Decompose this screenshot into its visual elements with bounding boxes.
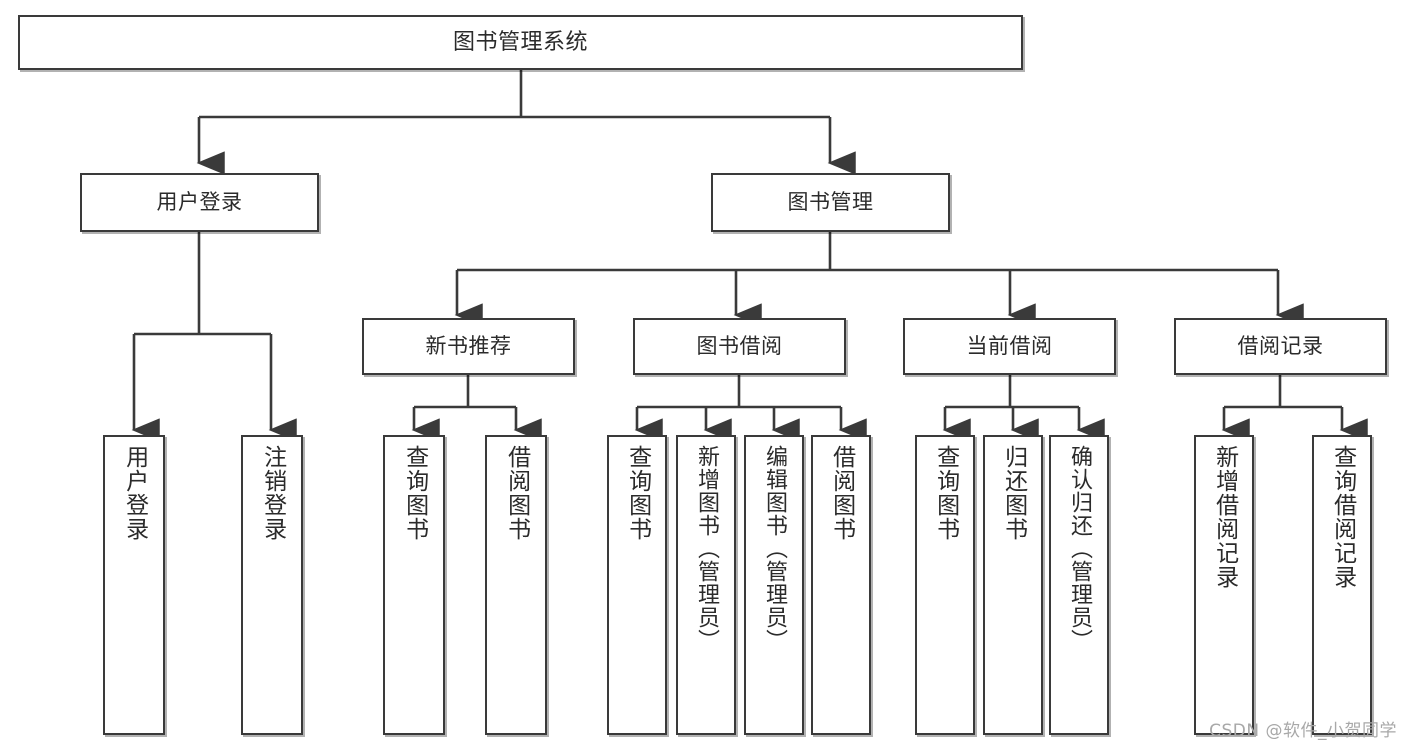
node-user-login[interactable]: 用户登录 [80, 173, 319, 232]
leaf-add-borrow-record[interactable]: 新增借阅记录 [1194, 435, 1254, 735]
node-label: 查询图书 [932, 445, 959, 541]
node-book-management[interactable]: 图书管理 [711, 173, 950, 232]
node-current-borrow[interactable]: 当前借阅 [903, 318, 1116, 375]
leaf-query-book-borrow[interactable]: 查询图书 [607, 435, 667, 735]
node-label: 查询借阅记录 [1329, 445, 1356, 589]
leaf-user-login[interactable]: 用户登录 [103, 435, 165, 735]
leaf-logout-login[interactable]: 注销登录 [241, 435, 303, 735]
node-label: 当前借阅 [966, 334, 1053, 359]
node-label: 用户登录 [156, 190, 243, 215]
node-book-borrow[interactable]: 图书借阅 [633, 318, 846, 375]
node-label: 归还图书 [1000, 445, 1027, 541]
node-label: 新增图书（管理员） [693, 445, 719, 652]
leaf-confirm-return-admin[interactable]: 确认归还（管理员） [1049, 435, 1109, 735]
node-borrow-record[interactable]: 借阅记录 [1174, 318, 1387, 375]
node-label: 查询图书 [624, 445, 651, 541]
node-label: 图书管理 [787, 190, 874, 215]
leaf-query-borrow-record[interactable]: 查询借阅记录 [1312, 435, 1372, 735]
node-label: 图书管理系统 [452, 29, 588, 55]
node-label: 借阅记录 [1237, 334, 1324, 359]
node-label: 新增借阅记录 [1211, 445, 1238, 589]
leaf-borrow-book-recommend[interactable]: 借阅图书 [485, 435, 547, 735]
leaf-query-book-current[interactable]: 查询图书 [915, 435, 975, 735]
node-label: 借阅图书 [503, 445, 530, 541]
leaf-edit-book-admin[interactable]: 编辑图书（管理员） [744, 435, 804, 735]
node-root-book-management-system[interactable]: 图书管理系统 [18, 15, 1023, 70]
csdn-watermark: CSDN @软件_小贺同学 [1209, 721, 1397, 741]
node-label: 确认归还（管理员） [1066, 445, 1092, 652]
leaf-query-book-recommend[interactable]: 查询图书 [383, 435, 445, 735]
node-label: 注销登录 [259, 445, 286, 541]
node-label: 借阅图书 [828, 445, 855, 541]
leaf-return-book[interactable]: 归还图书 [983, 435, 1043, 735]
leaf-borrow-book-borrow[interactable]: 借阅图书 [811, 435, 871, 735]
leaf-add-book-admin[interactable]: 新增图书（管理员） [676, 435, 736, 735]
node-label: 用户登录 [121, 445, 148, 541]
node-label: 编辑图书（管理员） [761, 445, 787, 652]
node-label: 图书借阅 [696, 334, 783, 359]
node-label: 查询图书 [401, 445, 428, 541]
node-new-book-recommend[interactable]: 新书推荐 [362, 318, 575, 375]
node-label: 新书推荐 [425, 334, 512, 359]
